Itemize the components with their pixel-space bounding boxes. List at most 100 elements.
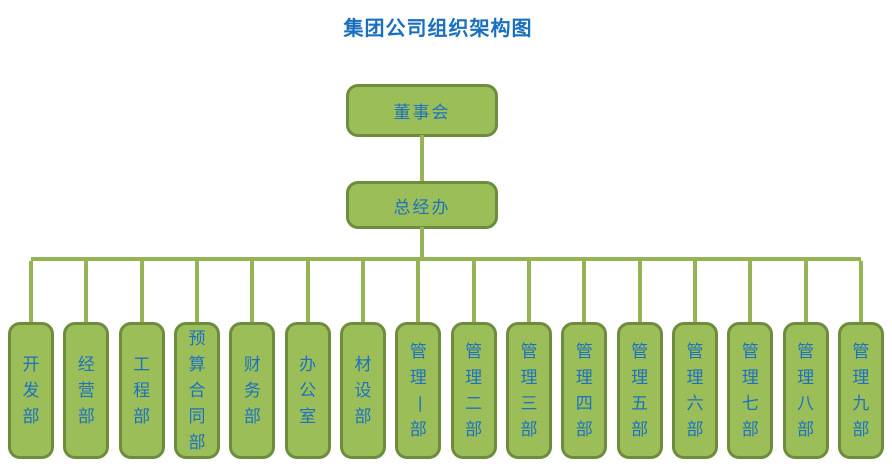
department-box-char: 五 bbox=[631, 393, 649, 413]
department-box-char: 部 bbox=[188, 432, 206, 452]
connector-stub bbox=[305, 261, 310, 322]
connector-stub bbox=[526, 261, 531, 322]
department-box-char: 公 bbox=[299, 380, 317, 400]
org-node-board-of-directors[interactable]: 董事会 bbox=[346, 84, 498, 137]
connector-bus-line bbox=[31, 257, 861, 261]
department-cell: 办公室 bbox=[284, 261, 331, 460]
department-box[interactable]: 材设部 bbox=[339, 322, 386, 459]
department-box-char: 理 bbox=[631, 367, 649, 387]
department-box-char: 办 bbox=[299, 354, 317, 374]
department-box-char: 算 bbox=[188, 354, 206, 374]
department-cell: 管理一部 bbox=[395, 261, 442, 460]
department-box[interactable]: 管理四部 bbox=[561, 322, 608, 459]
department-box[interactable]: 经营部 bbox=[63, 322, 110, 459]
department-box-char: 二 bbox=[465, 393, 483, 413]
department-box-char: 材 bbox=[354, 354, 372, 374]
org-node-label: 总经办 bbox=[393, 197, 451, 217]
department-box-char: 部 bbox=[77, 406, 95, 426]
department-box-char: 部 bbox=[409, 419, 427, 439]
connector-stub bbox=[748, 261, 753, 322]
department-cell: 管理五部 bbox=[616, 261, 663, 460]
department-box-char: 部 bbox=[797, 419, 815, 439]
department-cell: 管理九部 bbox=[837, 261, 884, 460]
department-box[interactable]: 工程部 bbox=[118, 322, 165, 459]
department-box-char: 部 bbox=[520, 419, 538, 439]
department-box[interactable]: 管理七部 bbox=[727, 322, 774, 459]
department-cell: 管理二部 bbox=[450, 261, 497, 460]
department-box-char: 管 bbox=[465, 341, 483, 361]
department-box-char: 同 bbox=[188, 406, 206, 426]
department-box[interactable]: 管理六部 bbox=[671, 322, 718, 459]
department-cell: 开发部 bbox=[8, 261, 54, 460]
department-cell: 工程部 bbox=[118, 261, 165, 460]
department-box-char: 三 bbox=[520, 393, 538, 413]
connector-stub bbox=[692, 261, 697, 322]
department-box-char: 财 bbox=[243, 354, 261, 374]
connector-stub bbox=[471, 261, 476, 322]
connector-stub bbox=[194, 261, 199, 322]
department-box-char: 开 bbox=[22, 354, 40, 374]
connector-stub bbox=[582, 261, 587, 322]
department-cell: 管理四部 bbox=[561, 261, 608, 460]
department-box-char: 管 bbox=[409, 341, 427, 361]
department-box[interactable]: 管理一部 bbox=[395, 322, 442, 459]
department-cell: 材设部 bbox=[339, 261, 386, 460]
connector-gm-to-bus bbox=[420, 227, 424, 261]
connector-stub bbox=[858, 261, 863, 322]
department-box[interactable]: 预算合同部 bbox=[173, 322, 220, 459]
org-node-gm-office[interactable]: 总经办 bbox=[346, 181, 498, 229]
department-box[interactable]: 财务部 bbox=[229, 322, 276, 459]
department-box-char: 一 bbox=[409, 395, 429, 412]
department-box-char: 部 bbox=[243, 406, 261, 426]
department-box-char: 理 bbox=[797, 367, 815, 387]
department-box-char: 务 bbox=[243, 380, 261, 400]
department-box[interactable]: 管理二部 bbox=[450, 322, 497, 459]
department-box[interactable]: 办公室 bbox=[284, 322, 331, 459]
department-box-char: 管 bbox=[520, 341, 538, 361]
department-box-char: 六 bbox=[686, 393, 704, 413]
department-box-char: 部 bbox=[354, 406, 372, 426]
department-box-char: 管 bbox=[852, 341, 870, 361]
department-box[interactable]: 开发部 bbox=[8, 322, 54, 459]
department-cell: 财务部 bbox=[229, 261, 276, 460]
department-box[interactable]: 管理九部 bbox=[837, 322, 884, 459]
department-box-char: 管 bbox=[575, 341, 593, 361]
department-box-char: 部 bbox=[465, 419, 483, 439]
department-box-char: 四 bbox=[575, 393, 593, 413]
department-box-char: 部 bbox=[22, 406, 40, 426]
department-box[interactable]: 管理五部 bbox=[616, 322, 663, 459]
department-box-char: 理 bbox=[741, 367, 759, 387]
department-box-char: 九 bbox=[852, 393, 870, 413]
department-box-char: 管 bbox=[631, 341, 649, 361]
connector-stub bbox=[250, 261, 255, 322]
department-box-char: 合 bbox=[188, 380, 206, 400]
department-cell: 经营部 bbox=[63, 261, 110, 460]
connector-stub bbox=[84, 261, 89, 322]
department-box-char: 部 bbox=[852, 419, 870, 439]
department-box-char: 部 bbox=[575, 419, 593, 439]
org-node-label: 董事会 bbox=[393, 103, 451, 122]
department-box-char: 发 bbox=[22, 380, 40, 400]
department-cell: 管理七部 bbox=[727, 261, 774, 460]
department-box-char: 管 bbox=[797, 341, 815, 361]
department-box[interactable]: 管理三部 bbox=[505, 322, 552, 459]
department-box[interactable]: 管理八部 bbox=[782, 322, 829, 459]
department-box-char: 设 bbox=[354, 380, 372, 400]
department-box-char: 程 bbox=[133, 380, 151, 400]
department-box-char: 部 bbox=[686, 419, 704, 439]
department-box-char: 理 bbox=[852, 367, 870, 387]
department-box-char: 部 bbox=[741, 419, 759, 439]
chart-title: 集团公司组织架构图 bbox=[343, 18, 533, 40]
department-box-char: 理 bbox=[409, 367, 427, 387]
department-cell: 管理八部 bbox=[782, 261, 829, 460]
department-cell: 预算合同部 bbox=[173, 261, 220, 460]
connector-stub bbox=[803, 261, 808, 322]
connector-stub bbox=[29, 261, 33, 322]
department-box-char: 预 bbox=[188, 328, 206, 348]
connector-stub bbox=[416, 261, 421, 322]
department-box-char: 管 bbox=[741, 341, 759, 361]
department-box-char: 七 bbox=[741, 393, 759, 413]
connector-board-to-gm bbox=[420, 135, 424, 183]
connector-stub bbox=[139, 261, 144, 322]
